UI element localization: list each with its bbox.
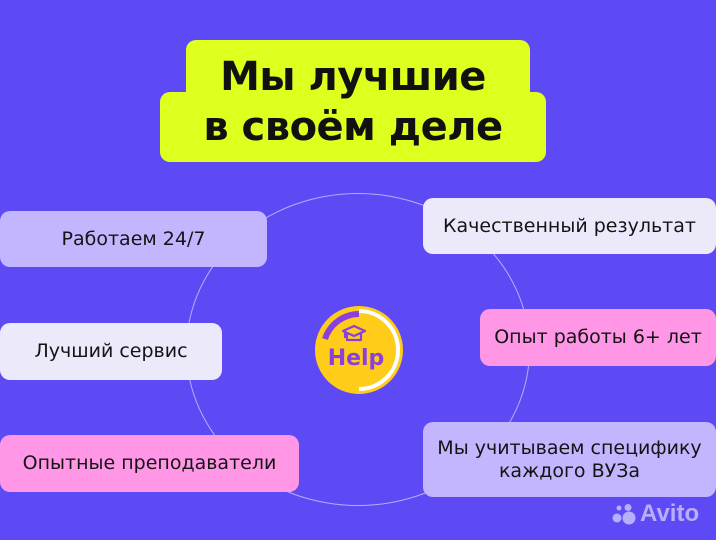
feature-experienced-teachers: Опытные преподаватели — [0, 435, 299, 492]
feature-label-line-1: Мы учитываем специфику — [437, 436, 702, 459]
feature-24-7: Работаем 24/7 — [0, 211, 267, 267]
feature-label: Качественный результат — [443, 214, 696, 237]
feature-label: Лучший сервис — [34, 340, 188, 362]
graduation-cap-icon — [341, 324, 367, 342]
help-logo-graphic: Help — [315, 306, 403, 394]
avito-text: Avito — [640, 500, 700, 527]
title-line-1: Мы лучшие — [220, 54, 486, 100]
feature-university-specifics: Мы учитываем специфику каждого ВУЗа — [423, 422, 716, 497]
feature-label: Опыт работы 6+ лет — [494, 326, 702, 348]
feature-quality-result: Качественный результат — [423, 198, 716, 254]
feature-experience-6-years: Опыт работы 6+ лет — [480, 309, 716, 366]
feature-best-service: Лучший сервис — [0, 323, 222, 380]
title-box-bottom — [160, 92, 546, 162]
feature-label-line-2: каждого ВУЗа — [498, 459, 641, 482]
page-title: Мы лучшие в своём деле — [160, 52, 546, 152]
help-logo: Help — [312, 305, 406, 395]
avito-watermark: Avito — [611, 500, 699, 528]
avito-logo-icon — [612, 504, 636, 525]
feature-label: Работаем 24/7 — [61, 227, 206, 250]
title-line-2: в своём деле — [203, 104, 503, 150]
svg-text:Help: Help — [328, 346, 385, 371]
feature-label: Опытные преподаватели — [22, 452, 277, 474]
